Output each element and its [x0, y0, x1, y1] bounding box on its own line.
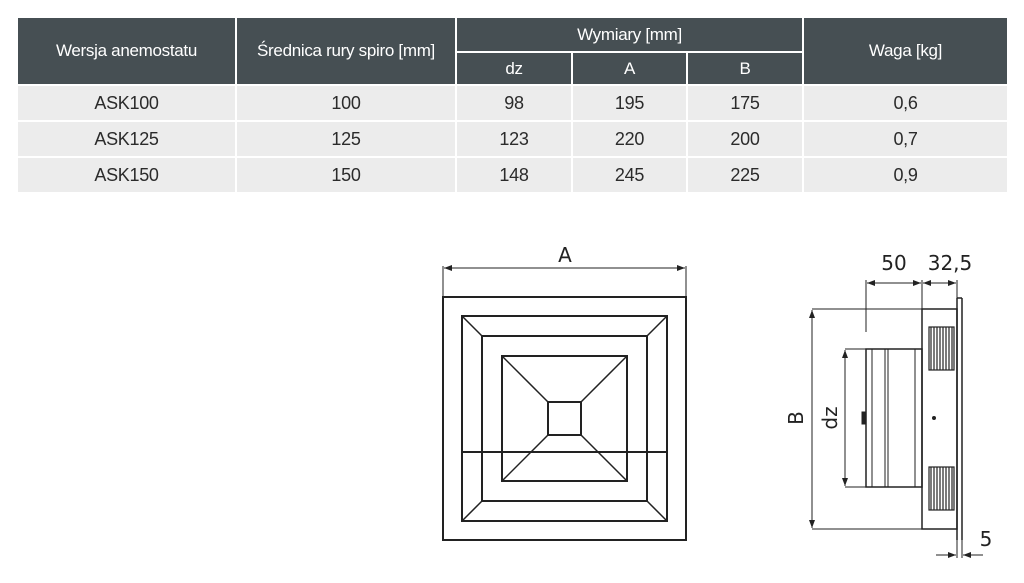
- label-5: 5: [980, 527, 993, 551]
- cell-a: 245: [573, 158, 686, 192]
- cell-b: 225: [688, 158, 802, 192]
- cell-b: 200: [688, 122, 802, 156]
- cell-dz: 123: [457, 122, 571, 156]
- cell-version: ASK150: [18, 158, 235, 192]
- cell-version: ASK100: [18, 86, 235, 120]
- cell-a: 220: [573, 122, 686, 156]
- header-dimensions: Wymiary [mm]: [457, 18, 802, 51]
- header-diameter: Średnica rury spiro [mm]: [237, 18, 455, 84]
- cell-a: 195: [573, 86, 686, 120]
- label-32-5: 32,5: [928, 251, 973, 275]
- side-view: [809, 280, 983, 558]
- cell-diameter: 100: [237, 86, 455, 120]
- cell-diameter: 125: [237, 122, 455, 156]
- label-dz: dz: [818, 406, 842, 429]
- header-dz: dz: [457, 53, 571, 84]
- label-a: A: [558, 243, 572, 267]
- cell-weight: 0,9: [804, 158, 1007, 192]
- table-row: ASK125 125 123 220 200 0,7: [18, 122, 1007, 156]
- cell-b: 175: [688, 86, 802, 120]
- cell-dz: 98: [457, 86, 571, 120]
- label-50: 50: [881, 251, 906, 275]
- cell-dz: 148: [457, 158, 571, 192]
- header-b: B: [688, 53, 802, 84]
- cell-diameter: 150: [237, 158, 455, 192]
- cell-weight: 0,6: [804, 86, 1007, 120]
- cell-version: ASK125: [18, 122, 235, 156]
- header-a: A: [573, 53, 686, 84]
- label-b: B: [784, 411, 808, 425]
- header-weight: Waga [kg]: [804, 18, 1007, 84]
- table-row: ASK150 150 148 245 225 0,9: [18, 158, 1007, 192]
- front-view: [442, 265, 687, 541]
- spec-table: Wersja anemostatu Średnica rury spiro [m…: [16, 16, 1009, 194]
- header-version: Wersja anemostatu: [18, 18, 235, 84]
- cell-weight: 0,7: [804, 122, 1007, 156]
- table-row: ASK100 100 98 195 175 0,6: [18, 86, 1007, 120]
